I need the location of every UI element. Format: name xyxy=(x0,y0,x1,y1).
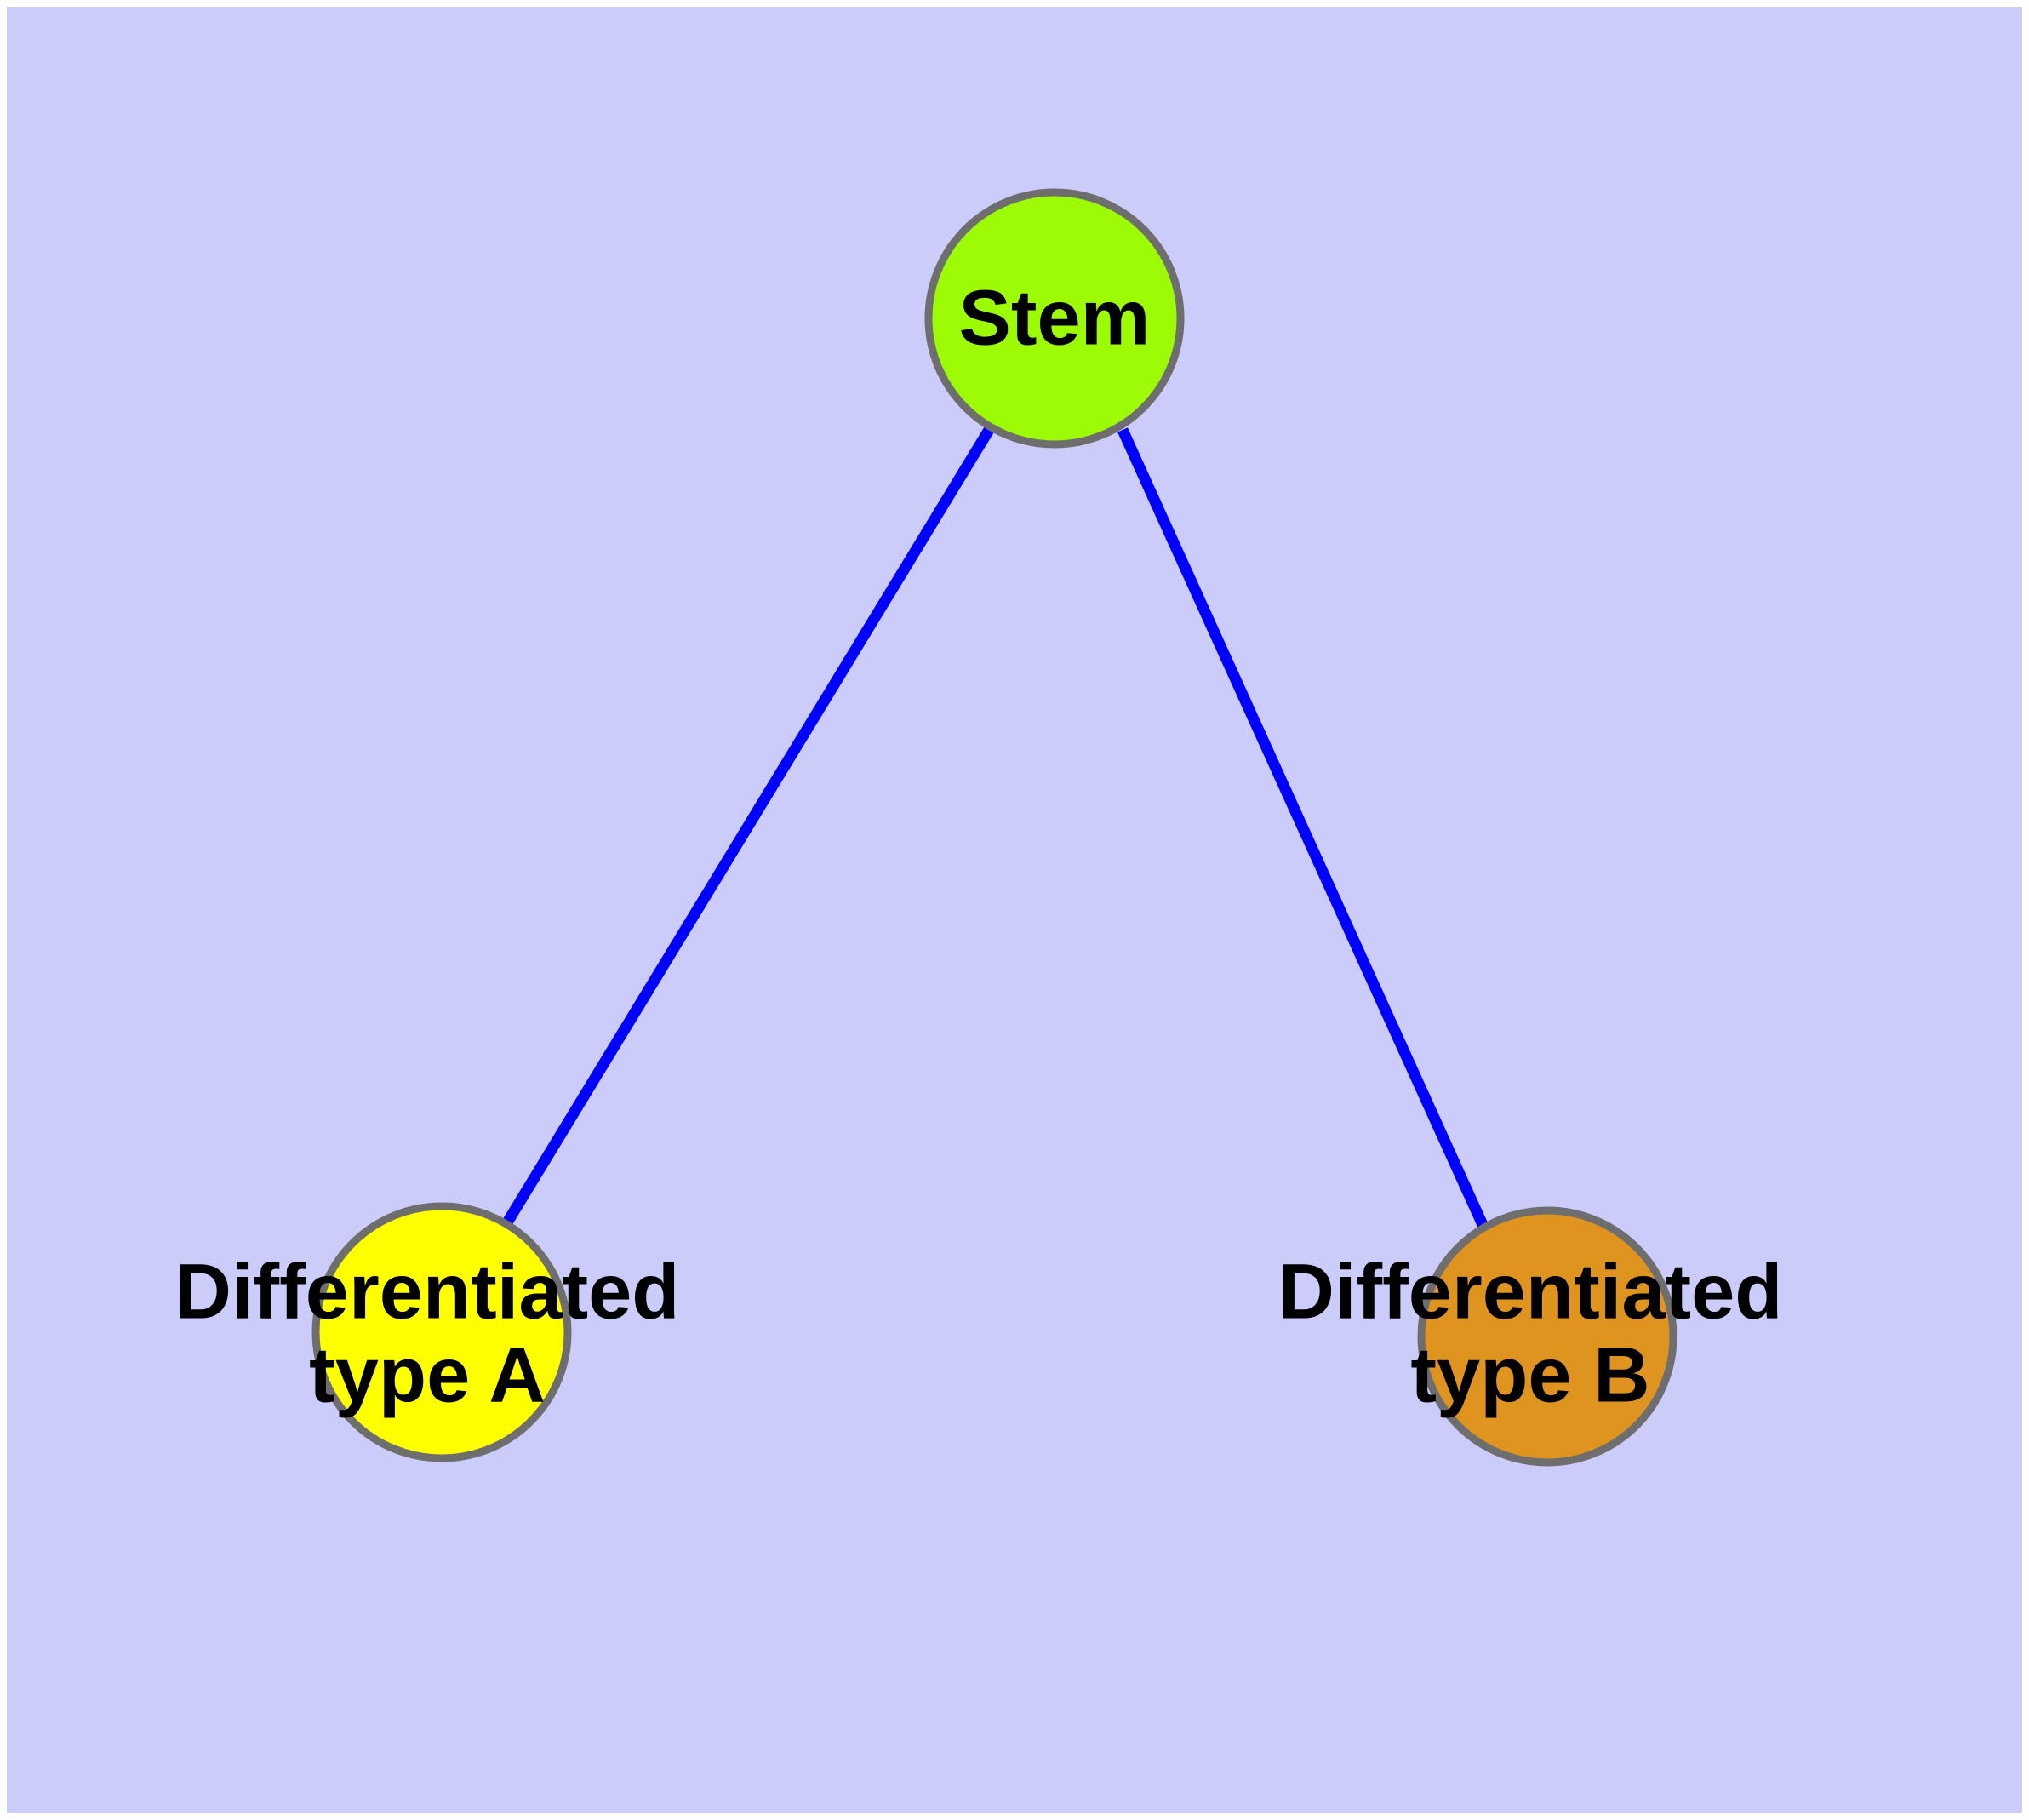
node-stem[interactable] xyxy=(924,188,1185,449)
node-layer xyxy=(311,188,1677,1467)
node-differentiated-type-a[interactable] xyxy=(311,1202,572,1462)
node-circle-differentiated-type-a[interactable] xyxy=(311,1202,572,1462)
network-graph: Stem Differentiated type A Differentiate… xyxy=(175,188,1783,1467)
node-differentiated-type-b[interactable] xyxy=(1417,1206,1677,1467)
node-label-stem: Stem xyxy=(959,274,1151,361)
node-circle-differentiated-type-b[interactable] xyxy=(1417,1206,1677,1467)
diagram-plot-area: Stem Differentiated type A Differentiate… xyxy=(7,7,2022,1813)
node-label-differentiated-type-b-line-1: Differentiated xyxy=(1278,1248,1783,1335)
edge-stem-to-differentiated-type-a[interactable] xyxy=(502,426,994,1226)
node-circle-stem[interactable] xyxy=(924,188,1185,449)
node-label-differentiated-type-a-line-2: type A xyxy=(309,1331,546,1418)
node-label-differentiated-type-a-line-1: Differentiated xyxy=(175,1248,680,1335)
node-label-layer: Stem Differentiated type A Differentiate… xyxy=(175,274,1783,1418)
edge-stem-to-differentiated-type-b[interactable] xyxy=(1117,427,1489,1229)
node-label-differentiated-type-b-line-2: type B xyxy=(1410,1331,1649,1418)
edge-layer xyxy=(502,426,1489,1229)
